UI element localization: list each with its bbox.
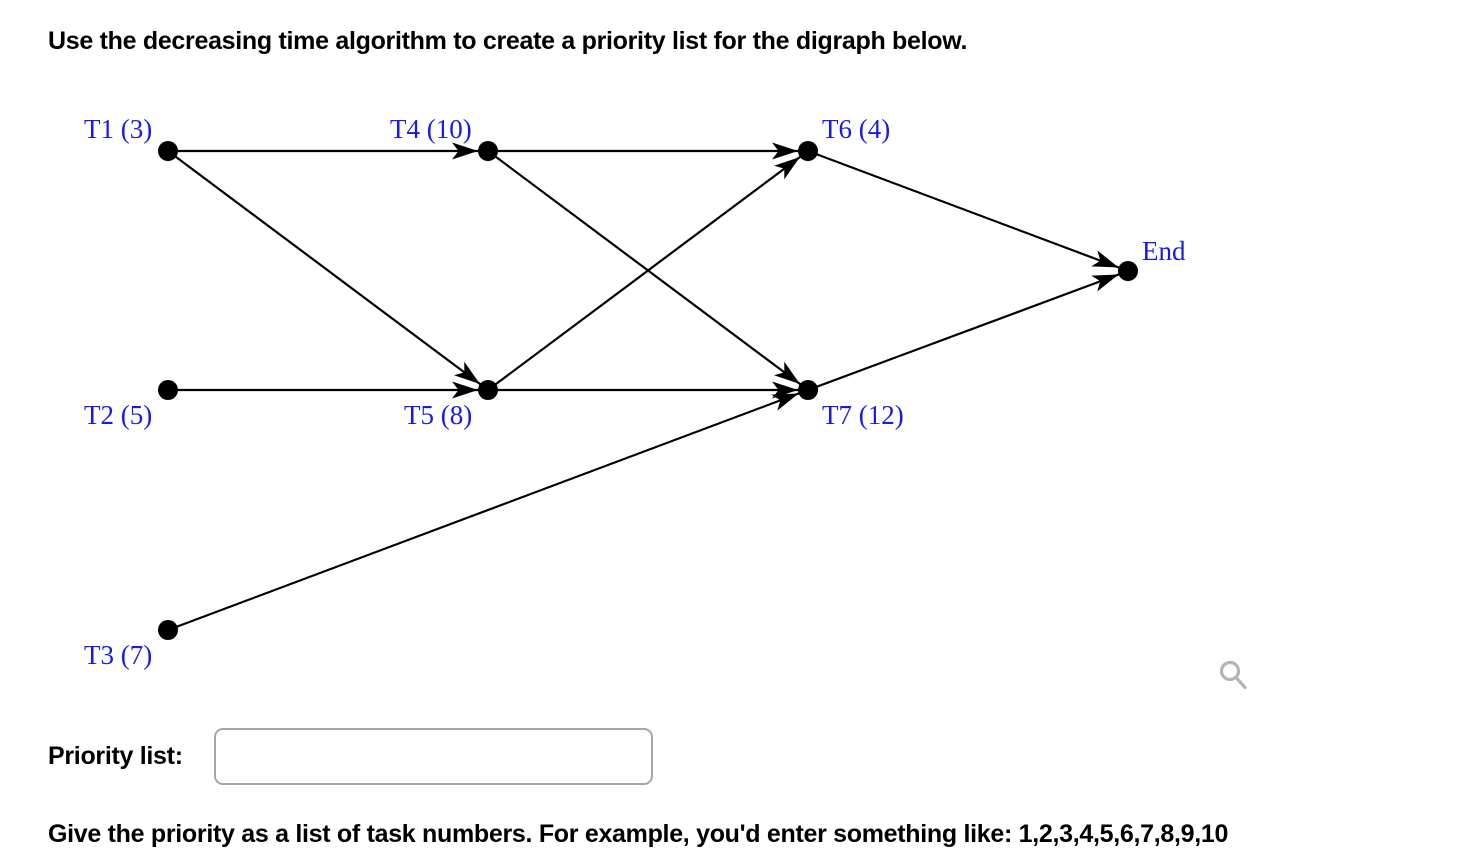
labels-layer: T1 (3) T4 (10) T6 (4) T2 (5) T5 (8) T7 (12) T3… [84, 114, 1186, 670]
instruction-text: Give the priority as a list of task numb… [48, 820, 1229, 848]
node-label-T1: T1 (3) [84, 114, 152, 144]
node-label-T5: T5 (8) [404, 400, 472, 430]
priority-list-input[interactable] [213, 728, 653, 785]
nodes-layer [158, 141, 1138, 640]
node-T3 [158, 620, 178, 640]
node-label-T6: T6 (4) [822, 114, 890, 144]
node-End [1118, 261, 1138, 281]
node-T5 [478, 380, 498, 400]
edge-T7-End [807, 269, 1129, 392]
edge-T3-T7 [167, 388, 809, 632]
magnifier-icon[interactable] [1219, 660, 1247, 690]
node-label-T2: T2 (5) [84, 400, 152, 430]
node-T7 [798, 380, 818, 400]
node-label-T4: T4 (10) [390, 114, 472, 144]
question-title: Use the decreasing time algorithm to cre… [48, 27, 968, 55]
node-label-End: End [1142, 236, 1186, 266]
priority-list-label: Priority list: [48, 742, 183, 770]
node-T4 [478, 141, 498, 161]
edge-T4-T7 [487, 150, 809, 391]
edges-layer [167, 142, 1129, 632]
node-T6 [798, 141, 818, 161]
node-T1 [158, 141, 178, 161]
priority-row: Priority list: [48, 728, 653, 785]
edge-T6-End [807, 149, 1129, 273]
node-label-T7: T7 (12) [822, 400, 904, 430]
node-T2 [158, 380, 178, 400]
edge-T1-T5 [167, 150, 489, 391]
edge-T5-T6 [487, 150, 809, 391]
digraph-diagram: T1 (3) T4 (10) T6 (4) T2 (5) T5 (8) T7 (12) T3… [84, 114, 1247, 690]
node-label-T3: T3 (7) [84, 640, 152, 670]
